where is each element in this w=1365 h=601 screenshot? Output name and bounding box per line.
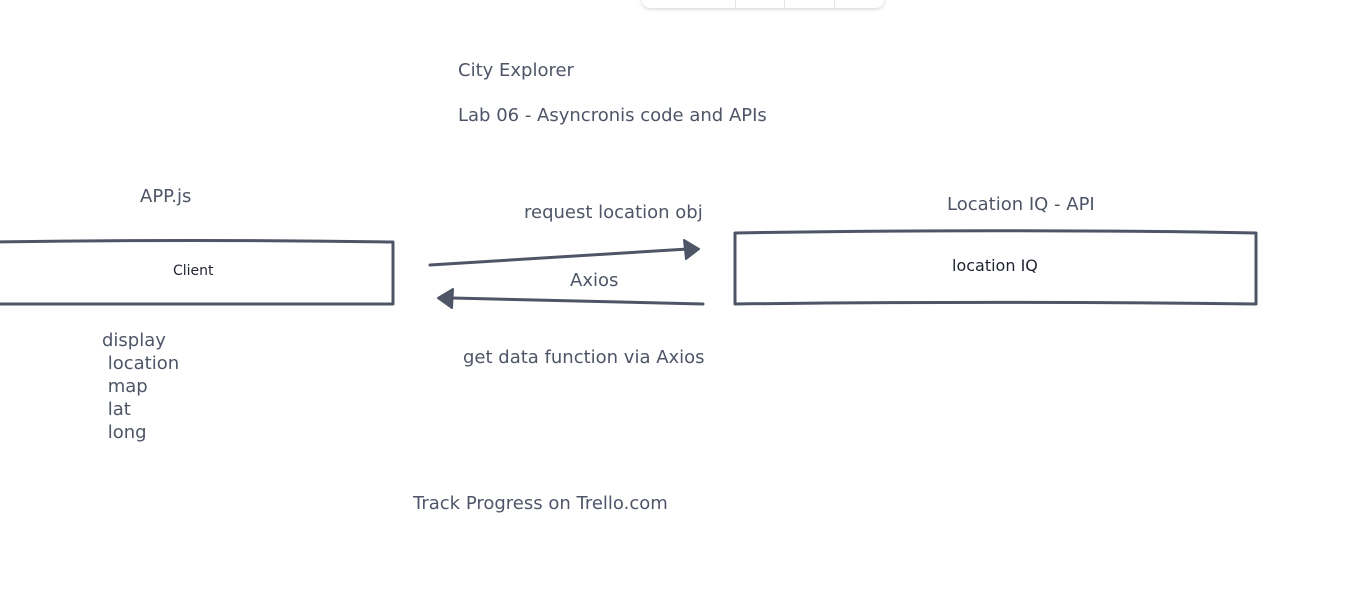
app-js-label[interactable]: APP.js bbox=[140, 186, 192, 207]
axios-label[interactable]: Axios bbox=[570, 270, 619, 291]
diagram-title[interactable]: City Explorer bbox=[458, 60, 574, 81]
location-iq-api-label[interactable]: Location IQ - API bbox=[947, 194, 1095, 215]
axios-arrowhead bbox=[437, 288, 454, 309]
display-fields-text[interactable]: display location map lat long bbox=[102, 330, 180, 443]
client-box-text[interactable]: Client bbox=[173, 263, 214, 279]
get-data-label[interactable]: get data function via Axios bbox=[463, 347, 705, 368]
request-arrow[interactable] bbox=[428, 247, 690, 267]
toolbar-segment[interactable] bbox=[736, 0, 786, 8]
location-iq-box-text[interactable]: location IQ bbox=[952, 256, 1038, 275]
request-location-label[interactable]: request location obj bbox=[524, 202, 703, 223]
client-box[interactable] bbox=[0, 239, 395, 306]
location-iq-box[interactable] bbox=[733, 229, 1258, 306]
track-progress-text[interactable]: Track Progress on Trello.com bbox=[413, 493, 668, 514]
axios-arrow[interactable] bbox=[450, 296, 705, 306]
toolbar-segment[interactable] bbox=[785, 0, 836, 8]
canvas-toolbar[interactable] bbox=[642, 0, 884, 8]
request-arrowhead bbox=[683, 239, 700, 260]
diagram-subtitle[interactable]: Lab 06 - Asyncronis code and APIs bbox=[458, 105, 767, 126]
toolbar-segment[interactable] bbox=[642, 0, 736, 8]
